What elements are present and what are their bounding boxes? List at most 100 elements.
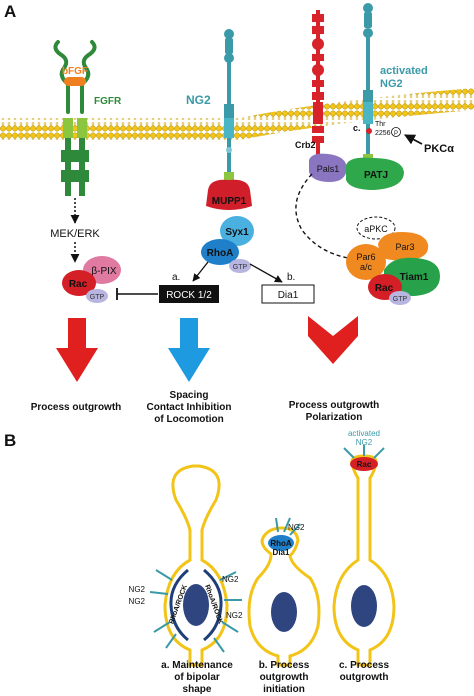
fgfr-ig-loop-left bbox=[53, 40, 70, 114]
ng2-pdz-motif bbox=[224, 172, 234, 182]
cell-a-caption-line3: shape bbox=[183, 684, 212, 695]
fgfr-stem2-right bbox=[79, 162, 85, 170]
par3-shape bbox=[378, 232, 429, 261]
apkc-shape bbox=[356, 216, 396, 240]
crb2-ecto-2 bbox=[312, 26, 324, 34]
cell-c-caption-line2: outgrowth bbox=[340, 672, 389, 683]
ng2-label: NG2 bbox=[186, 93, 211, 107]
crb2-cyto-3 bbox=[316, 143, 320, 155]
crb2-receptor bbox=[312, 10, 324, 155]
thr-label: Thr bbox=[375, 121, 386, 128]
cell-b: NG2 RhoA Dia1 bbox=[247, 517, 321, 667]
fgfr-label: FGFR bbox=[94, 96, 122, 107]
crb2-cyto-2 bbox=[312, 136, 324, 143]
par6-label-line1: Par6 bbox=[356, 252, 375, 262]
crb2-ecto-6 bbox=[312, 80, 324, 87]
outcome-mid-line3: of Locomotion bbox=[154, 414, 223, 425]
ng2-receptor bbox=[224, 29, 234, 182]
crb2-label: Crb2 bbox=[295, 140, 316, 150]
pals1-label: Pals1 bbox=[317, 164, 340, 174]
cell-a-ng2-spike-3 bbox=[153, 621, 171, 633]
cell-membrane bbox=[0, 88, 474, 140]
tiam1-label: Tiam1 bbox=[400, 272, 429, 283]
cell-a-ng2-spike-5 bbox=[219, 571, 237, 581]
ang2-ecto bbox=[364, 12, 372, 28]
cell-a-ng2-spike-8 bbox=[213, 637, 225, 653]
cell-a-rhoa-rock-arc-left bbox=[169, 568, 189, 642]
cell-c-nucleus bbox=[351, 585, 377, 627]
pkc-to-ng2-arrow bbox=[404, 134, 423, 145]
par6-shape bbox=[346, 244, 386, 280]
dia1-label: Dia1 bbox=[278, 290, 299, 301]
fgfr-stem-left bbox=[65, 138, 71, 150]
cell-b-ng2-spike-2 bbox=[289, 523, 301, 536]
fgfr-kinase-left-a bbox=[61, 150, 75, 162]
ng2-bead-2 bbox=[224, 53, 234, 63]
pkc-alpha-label: PKCα bbox=[424, 143, 454, 155]
rhoa-label: RhoA bbox=[207, 248, 234, 259]
pals1-shape bbox=[309, 153, 347, 182]
outcome-right-line1: Process outgrowth bbox=[289, 400, 380, 411]
bfgf-label: bFGF bbox=[62, 66, 88, 77]
thr2256-phospho-dot bbox=[366, 128, 372, 134]
cell-c: Rac activated NG2 bbox=[332, 429, 396, 667]
phosphate-label: P bbox=[394, 131, 398, 137]
crb2-ecto-5 bbox=[312, 64, 324, 76]
gtp-label-mid: GTP bbox=[233, 264, 248, 271]
mupp1-shape bbox=[206, 179, 252, 210]
ng2-bead-top bbox=[224, 29, 234, 39]
outcome-left-label: Process outgrowth bbox=[31, 402, 122, 413]
rock-label: ROCK 1/2 bbox=[166, 290, 212, 301]
syx1-shape bbox=[220, 216, 254, 246]
cell-a-caption-line2: of bipolar bbox=[174, 672, 220, 683]
phosphate-circle bbox=[391, 127, 401, 137]
rac-bpix-complex: β-PIX Rac GTP bbox=[62, 256, 121, 303]
cell-a-ng2-label-1: NG2 bbox=[129, 585, 146, 594]
bfgf-ligand bbox=[64, 77, 86, 86]
apkc-label: aPKC bbox=[364, 224, 388, 234]
cell-b-rhoa-label: RhoA bbox=[270, 539, 292, 548]
cell-a-caption-line1: a. Maintenance bbox=[161, 660, 233, 671]
rhoa-to-dia1-arrow bbox=[249, 263, 283, 283]
ng2-stalk bbox=[227, 62, 231, 104]
cell-b-nucleus bbox=[271, 592, 297, 632]
activated-ng2-receptor bbox=[363, 3, 373, 164]
cell-a-outline bbox=[163, 464, 229, 667]
cell-c-activated-line2: NG2 bbox=[356, 438, 373, 447]
mupp1-label: MUPP1 bbox=[212, 196, 247, 207]
cell-a-rhoa-rock-arc-right bbox=[203, 568, 223, 642]
fgfr-complex: bFGF FGFR bbox=[53, 40, 122, 196]
fgfr-tm-right bbox=[77, 118, 87, 138]
cell-c-ng2-spike-3 bbox=[373, 447, 385, 459]
fgfr-kinase-left-b bbox=[61, 170, 75, 182]
outcome-mid-line1: Spacing bbox=[170, 390, 209, 401]
cell-a-ng2-label-4: NG2 bbox=[226, 611, 243, 620]
ang2-bead-top bbox=[363, 3, 373, 13]
cell-c-outline bbox=[332, 454, 396, 667]
cell-b-dia1-label: Dia1 bbox=[273, 548, 290, 557]
rac-label-right: Rac bbox=[375, 283, 394, 294]
outcome-arrow-left bbox=[56, 318, 98, 382]
cell-b-ng2-spike-3 bbox=[275, 517, 279, 533]
fgfr-kinase-right-a bbox=[75, 150, 89, 162]
syx1-label: Syx1 bbox=[225, 227, 249, 238]
crb2-ecto-1 bbox=[312, 14, 324, 22]
fgfr-tm-left bbox=[63, 118, 73, 138]
rhoa-shape bbox=[201, 239, 239, 265]
ang2-cyto bbox=[366, 124, 370, 154]
rac-shape-left bbox=[62, 270, 96, 296]
activated-ng2-line2: NG2 bbox=[380, 78, 403, 90]
ng2-juxta bbox=[224, 104, 234, 118]
cell-a-ng2-spike-7 bbox=[221, 621, 239, 633]
cell-a-ng2-spike-2 bbox=[149, 591, 169, 595]
ng2-ecto-1 bbox=[225, 38, 233, 54]
crb2-tm bbox=[313, 102, 323, 124]
fgfr-stem-right bbox=[79, 138, 85, 150]
rock-box bbox=[159, 285, 219, 303]
crb2-ecto-3 bbox=[312, 38, 324, 50]
ang2-stalk bbox=[366, 36, 370, 96]
ng2-cyto-bead bbox=[226, 147, 232, 153]
rhoa-to-rock-arrow bbox=[192, 261, 209, 282]
crb2-ecto-7 bbox=[312, 92, 324, 100]
